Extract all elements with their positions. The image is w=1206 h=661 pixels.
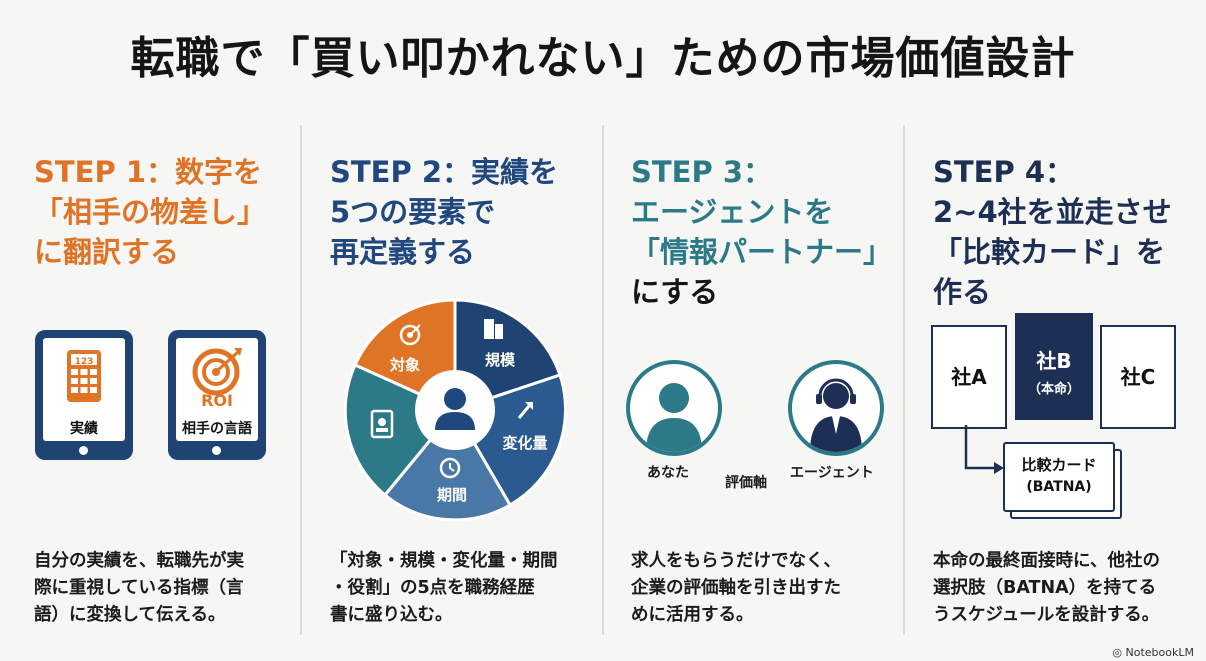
- company-card-b: 社B （本命）: [1015, 313, 1093, 420]
- arrow-icon: [964, 425, 1004, 474]
- person-icon: [435, 388, 475, 430]
- calculator-icon: [67, 350, 101, 402]
- agent-label: エージェント: [790, 465, 874, 481]
- column-divider: [602, 125, 604, 635]
- step3-column: STEP 3： エージェントを 「情報パートナー」 にする: [631, 152, 901, 312]
- pie-label-target: 対象: [389, 356, 420, 374]
- page-title: 転職で「買い叩かれない」ための市場価値設計: [130, 33, 1076, 84]
- company-card-b-name: 社B: [1036, 349, 1072, 373]
- five-element-pie: 対象 規模 変化量 期間: [343, 298, 568, 522]
- tablet-right-label: 相手の言語: [182, 421, 252, 437]
- comparison-card-sub: (BATNA): [1026, 479, 1092, 495]
- tablet-right: ROI 相手の言語: [168, 330, 266, 460]
- notebooklm-credit: ◎ NotebookLM: [1112, 646, 1194, 659]
- target-icon: [192, 348, 242, 396]
- pie-label-scale: 規模: [485, 351, 516, 369]
- evaluation-axis-label: 評価軸: [725, 475, 767, 491]
- company-card-b-sub: （本命）: [1027, 382, 1080, 397]
- home-button: [212, 446, 221, 455]
- building-icon: [484, 319, 503, 339]
- comparison-card: 比較カード (BATNA): [1003, 442, 1115, 512]
- clock-icon: [439, 457, 461, 479]
- home-button: [79, 446, 88, 455]
- step3-description: 求人をもらうだけでなく、 企業の評価軸を引き出すた めに活用する。: [631, 551, 841, 625]
- you-label: あなた: [647, 465, 689, 481]
- id-badge-icon: [370, 409, 394, 439]
- step2-title: STEP 2：実績を 5つの要素で 再定義する: [330, 155, 559, 269]
- step3-title: STEP 3： エージェントを 「情報パートナー」 にする: [631, 155, 893, 309]
- step2-description: 「対象・規模・変化量・期間 ・役割」の5点を職務経歴 書に盛り込む。: [330, 551, 558, 625]
- step2-column: STEP 2：実績を 5つの要素で 再定義する: [330, 152, 600, 272]
- notebooklm-logo-icon: ◎: [1112, 646, 1123, 659]
- headset-agent-icon: [810, 378, 862, 452]
- company-card-c: 社C: [1100, 325, 1176, 429]
- tablet-left: 123 実績: [35, 330, 133, 460]
- pie-segment-role: [343, 363, 458, 498]
- step1-description: 自分の実績を、転職先が実 際に重視している指標（言 語）に変換して伝える。: [34, 551, 244, 625]
- step1-column: STEP 1：数字を 「相手の物差し」 に翻訳する: [34, 152, 304, 272]
- column-divider: [300, 125, 302, 635]
- pie-label-period: 期間: [437, 486, 467, 504]
- agent-avatar: [788, 360, 884, 456]
- calculator-badge: 123: [74, 357, 94, 367]
- step4-title: STEP 4： 2~4社を並走させ 「比較カード」を 作る: [933, 155, 1172, 309]
- column-divider: [903, 125, 905, 635]
- target-icon: [399, 324, 421, 346]
- step1-title: STEP 1：数字を 「相手の物差し」 に翻訳する: [34, 155, 267, 269]
- comparison-card-title: 比較カード: [1021, 456, 1097, 474]
- roi-badge: ROI: [201, 391, 233, 410]
- tablet-left-label: 実績: [70, 421, 98, 437]
- you-avatar: [626, 360, 722, 456]
- pie-label-change: 変化量: [502, 434, 547, 452]
- step4-column: STEP 4： 2~4社を並走させ 「比較カード」を 作る: [933, 152, 1203, 312]
- trend-up-icon: [517, 402, 533, 419]
- pie-segment-period: [382, 407, 513, 522]
- person-icon: [646, 383, 702, 452]
- step4-description: 本命の最終面接時に、他社の 選択肢（BATNA）を持てる うスケジュールを設計す…: [933, 551, 1160, 625]
- company-card-a: 社A: [931, 325, 1007, 429]
